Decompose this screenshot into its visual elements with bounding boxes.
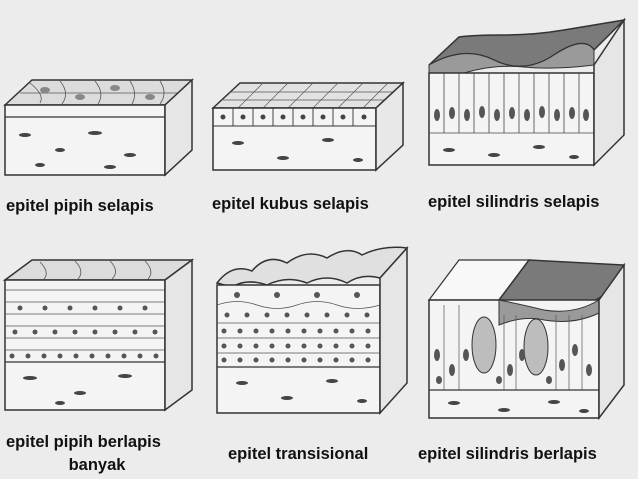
label-transitional: epitel transisional	[228, 445, 369, 463]
label-stratified-squamous-line2: banyak	[68, 456, 126, 474]
simple-columnar-diagram	[424, 15, 634, 175]
transitional-diagram	[212, 243, 412, 423]
stratified-columnar-diagram	[424, 255, 634, 425]
label-simple-cuboidal: epitel kubus selapis	[212, 195, 369, 213]
label-simple-squamous: epitel pipih selapis	[6, 197, 154, 215]
simple-squamous-diagram	[0, 75, 200, 185]
label-stratified-squamous-line1: epitel pipih berlapis	[6, 433, 161, 451]
label-simple-columnar: epitel silindris selapis	[428, 193, 600, 211]
label-stratified-columnar: epitel silindris berlapis	[418, 445, 597, 463]
simple-cuboidal-diagram	[208, 78, 408, 178]
stratified-squamous-diagram	[0, 258, 200, 420]
